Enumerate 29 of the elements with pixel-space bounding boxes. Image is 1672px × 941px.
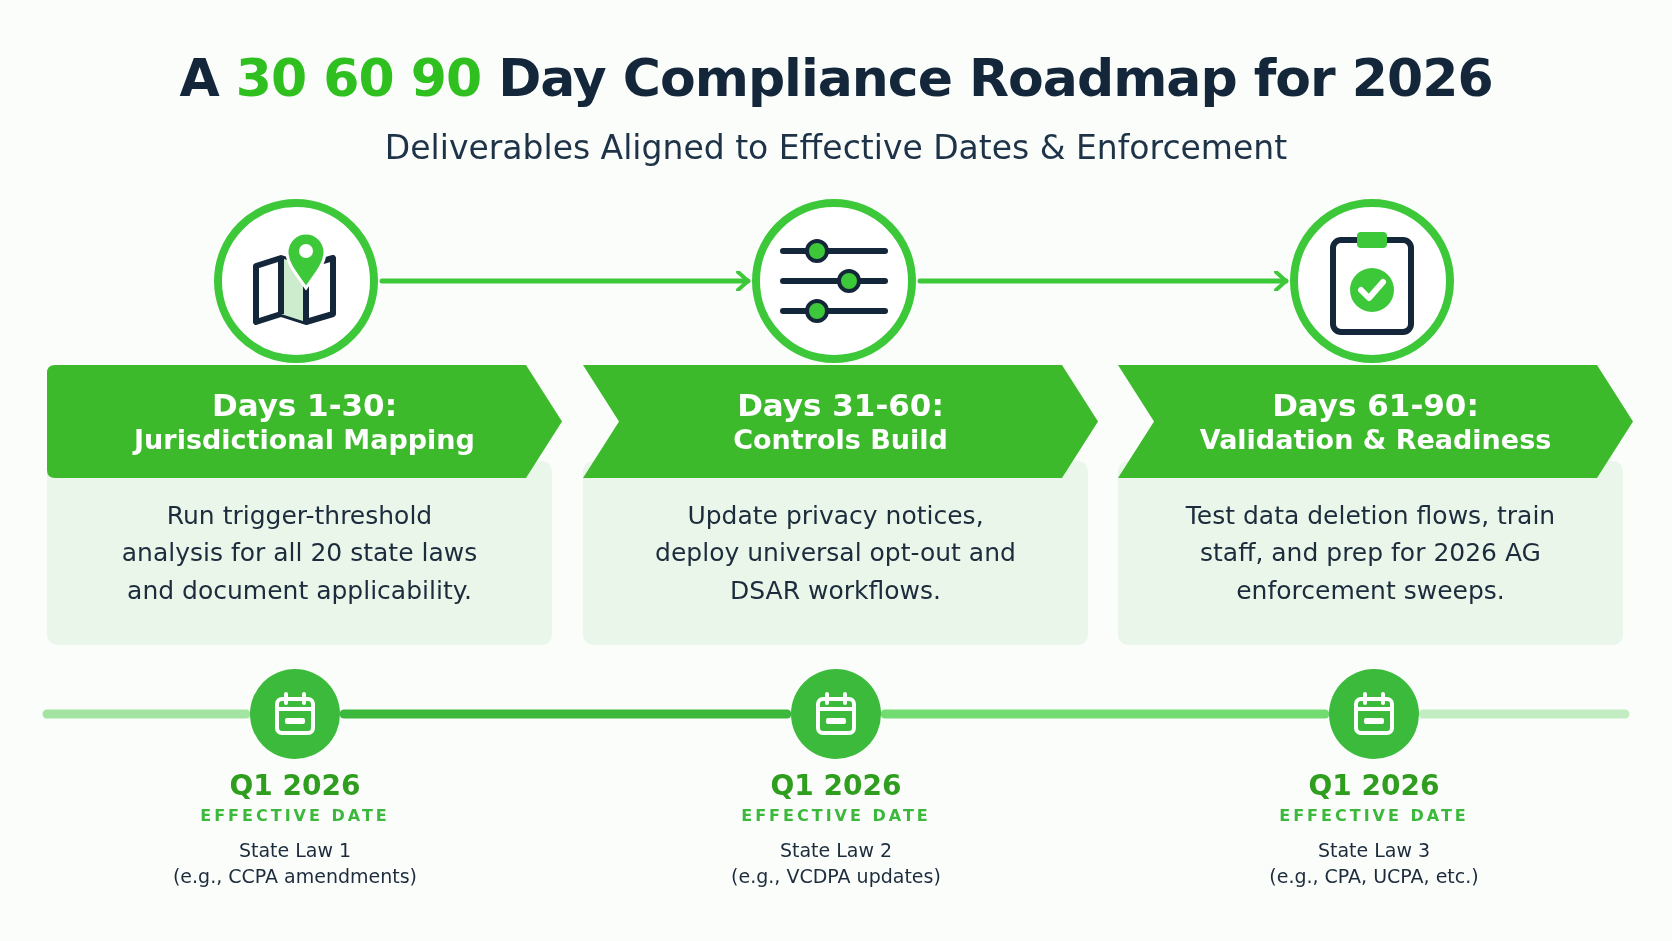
subtitle: Deliverables Aligned to Effective Dates & Enforcement	[383, 128, 1289, 167]
law-example: (e.g., CPA, UCPA, etc.)	[1268, 864, 1480, 887]
timeline-segment	[1418, 709, 1630, 719]
timeline-segment	[880, 709, 1330, 719]
description-text: Test data deletion flows, train staff, and prep for 2026 AG enforcement sweeps.	[1185, 499, 1556, 607]
milestone-date: Q1 2026	[1307, 769, 1441, 803]
phase-title: Validation & Readiness	[1199, 424, 1552, 457]
law-example: (e.g., VCDPA updates)	[730, 864, 942, 887]
law-name: State Law 3	[1316, 838, 1432, 861]
description-text: Run trigger-threshold analysis for all 20 state laws and document applicability.	[120, 499, 479, 607]
law-example: (e.g., CCPA amendments)	[171, 864, 419, 887]
phase-days: Days 31-60:	[737, 387, 944, 425]
law-name: State Law 1	[237, 838, 353, 861]
arrow	[917, 270, 1289, 292]
milestone-date: Q1 2026	[228, 769, 362, 803]
phase-title: Controls Build	[733, 424, 948, 457]
title: A 30 60 90 Day Compliance Roadmap for 2026	[178, 48, 1494, 108]
timeline-segment	[339, 709, 792, 719]
phase-title: Jurisdictional Mapping	[134, 424, 475, 457]
milestone-type: EFFECTIVE DATE	[740, 806, 932, 826]
milestone-date: Q1 2026	[769, 769, 903, 803]
milestone-type: EFFECTIVE DATE	[1278, 806, 1470, 826]
milestone-type: EFFECTIVE DATE	[199, 806, 391, 826]
arrow	[379, 270, 751, 292]
law-name: State Law 2	[778, 838, 894, 861]
timeline-segment	[42, 709, 251, 719]
phase-days: Days 61-90:	[1272, 387, 1479, 425]
phase-days: Days 1-30:	[211, 387, 398, 425]
description-text: Update privacy notices, deploy universal opt-out and DSAR workflows.	[654, 499, 1017, 607]
